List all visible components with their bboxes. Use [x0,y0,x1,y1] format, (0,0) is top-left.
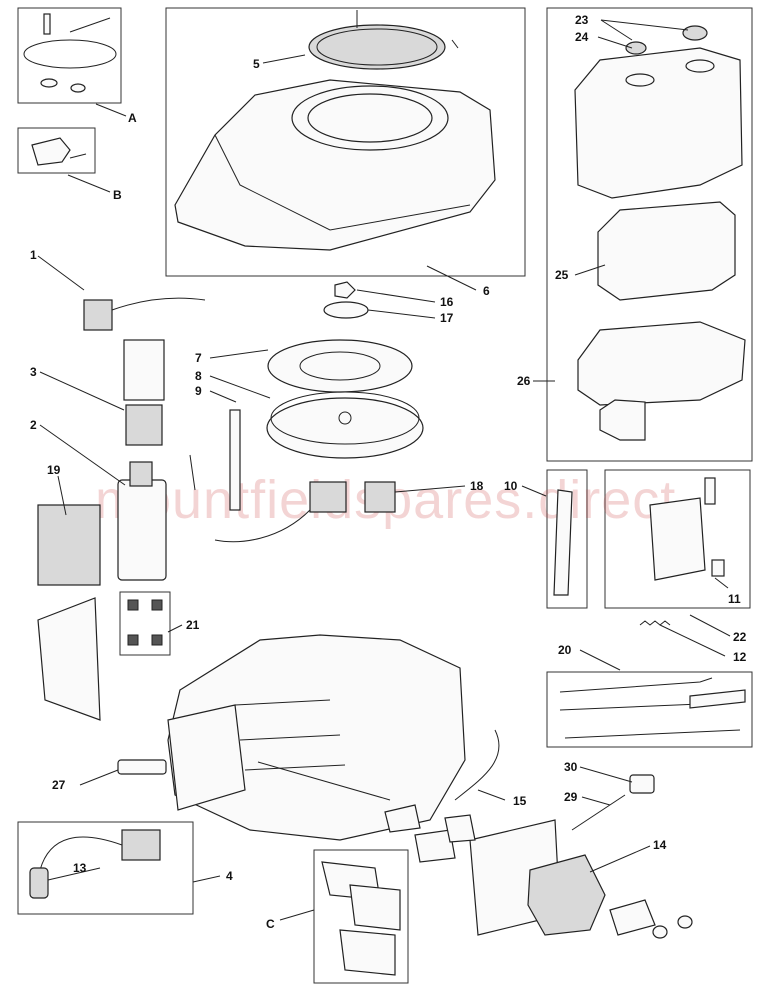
kit-a-box [17,7,122,104]
label-27: 27 [52,778,66,792]
gasket-kit-box [313,849,409,984]
blower-housing [174,79,496,251]
leader-lines [37,19,731,921]
label-6: 6 [483,284,490,298]
stator-coil [214,481,396,543]
label-c: C [266,917,275,931]
label-2: 2 [30,418,37,432]
governor-lever [553,489,573,596]
label-15: 15 [513,794,527,808]
label-19: 19 [47,463,61,477]
label-25: 25 [555,268,569,282]
kit-a-parts [23,13,117,93]
kit-b-parts [31,137,87,166]
flywheel-nut-washer [323,281,369,319]
starter-solenoid [123,339,165,446]
dipstick-tube [229,409,241,511]
label-20: 20 [558,643,572,657]
label-14: 14 [653,838,667,852]
label-8: 8 [195,369,202,383]
starter-motor [117,454,196,581]
label-24: 24 [575,30,589,44]
linkage-rods [559,677,746,739]
label-7: 7 [195,351,202,365]
callout-labels: A B C 1 2 3 4 5 6 7 8 9 10 11 12 13 14 1… [30,13,747,931]
label-12: 12 [733,650,747,664]
label-29: 29 [564,790,578,804]
fuel-hose [571,774,655,831]
label-16: 16 [440,295,454,309]
linkage-box [546,671,753,748]
air-intake-screen [308,10,459,70]
label-13: 13 [73,861,87,875]
label-22: 22 [733,630,747,644]
ignition-coil [29,829,161,899]
kit-b-box [17,127,96,174]
label-4: 4 [226,869,233,883]
spark-plug [117,759,167,775]
air-filter-base [577,321,746,441]
label-11: 11 [728,592,741,606]
label-9: 9 [195,384,202,398]
engine-block [167,634,466,841]
governor-spring [639,620,671,626]
flywheel [266,391,424,459]
blower-housing-box [165,7,526,277]
lever-box [546,469,588,609]
label-21: 21 [186,618,200,632]
ignition-box [17,821,194,915]
intake-gaskets [384,804,476,863]
label-3: 3 [30,365,37,379]
label-b: B [113,188,122,202]
rectifier [37,504,101,586]
governor-bracket-box [604,469,751,609]
gasket-set [321,861,401,976]
label-30: 30 [564,760,578,774]
label-17: 17 [440,311,454,325]
air-filter-box [546,7,753,462]
label-1: 1 [30,248,37,262]
brush-set [127,599,163,646]
label-18: 18 [470,479,484,493]
wiring-connector [83,297,206,331]
fuel-pipe [454,729,500,801]
flywheel-fan [267,339,413,393]
air-filter-element [597,201,736,301]
label-5: 5 [253,57,260,71]
cooling-plate [37,597,101,721]
label-10: 10 [504,479,518,493]
label-26: 26 [517,374,531,388]
governor-bracket [649,477,725,581]
carburettor [527,854,693,939]
brushes-box [119,591,171,656]
label-a: A [128,111,137,125]
label-23: 23 [575,13,589,27]
air-filter-cover [574,25,743,199]
